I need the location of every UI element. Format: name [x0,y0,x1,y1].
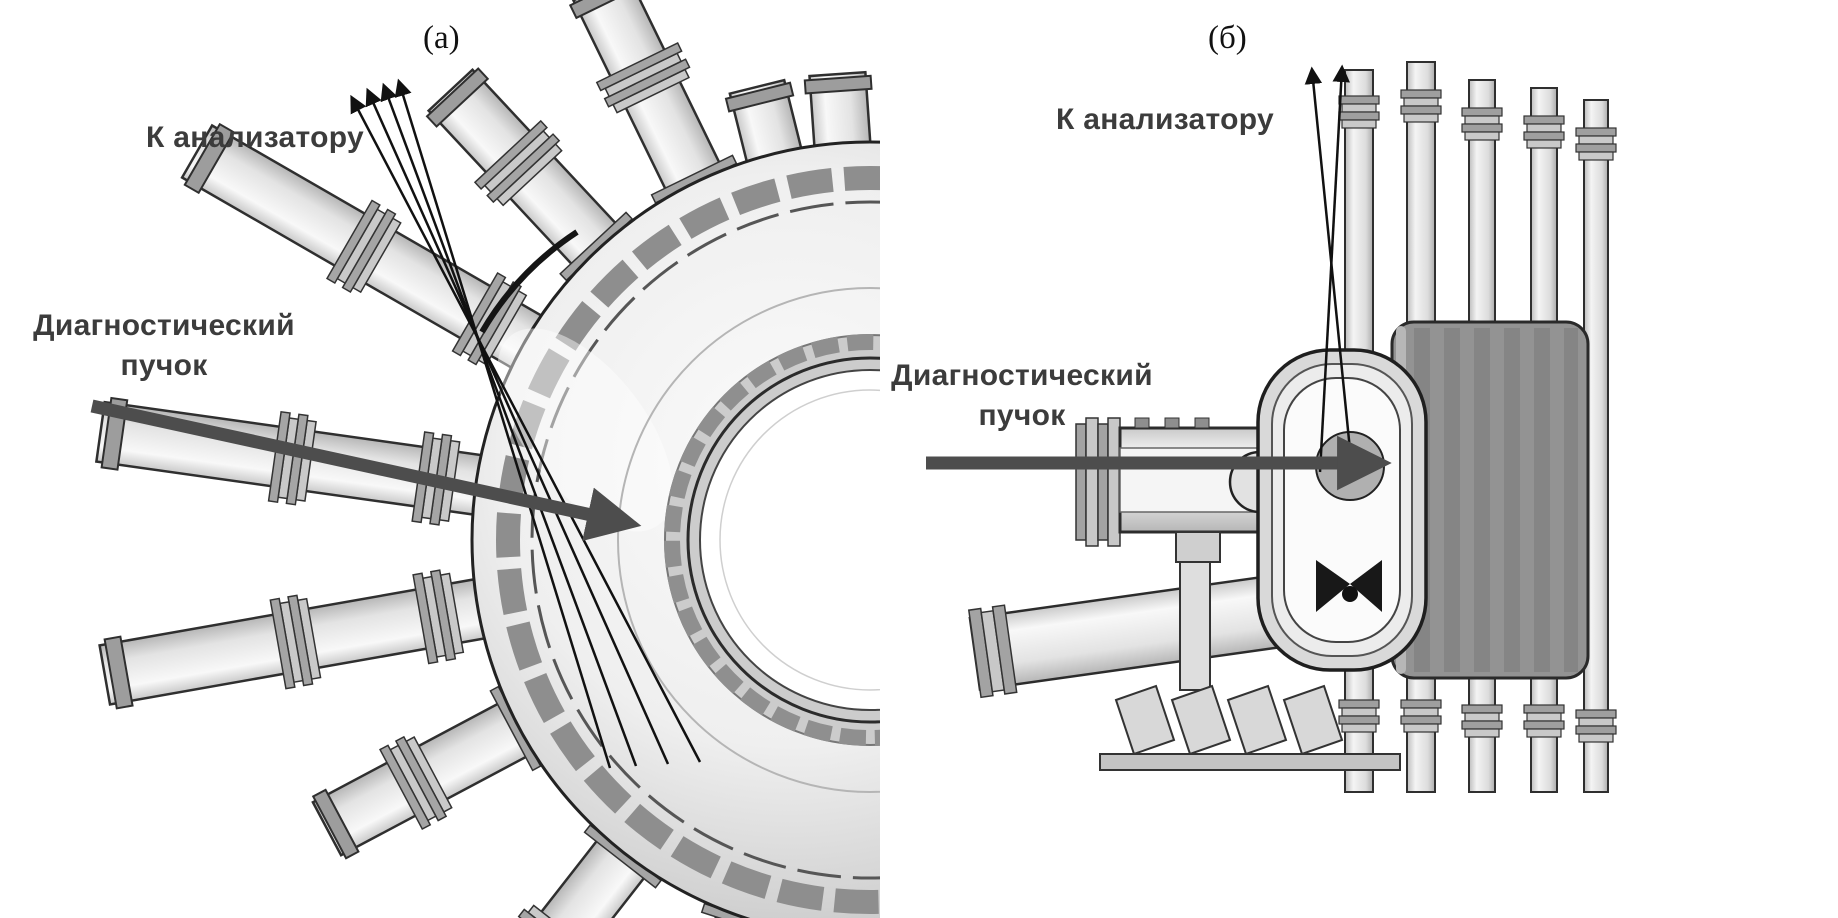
beam-label-b-line2: пучок [978,399,1066,432]
diagnostic-beam-arrow [90,399,642,541]
analyzer-label-a: К анализатору [146,121,364,154]
supports [1099,559,1401,771]
cable-arc [479,229,579,334]
beam-label-a: Диагностический пучок [20,306,308,386]
analyzer-label-b: К анализатору [1056,103,1274,136]
sight-lines [1304,64,1354,473]
panel-b-drawing [926,61,1617,793]
beam-label-a-line1: Диагностический [33,309,295,342]
torus-vessel [470,140,880,918]
beam-label-a-line2: пучок [120,349,208,382]
beam-label-b: Диагностический пучок [880,356,1164,436]
panel-b-tag: (б) [1208,20,1247,56]
beam-label-b-line1: Диагностический [891,359,1153,392]
sight-lines [350,78,702,769]
internal-structure [1316,560,1382,612]
panel-a-tag: (а) [423,20,460,56]
panel-a-drawing [90,0,880,918]
lower-port [967,574,1279,699]
